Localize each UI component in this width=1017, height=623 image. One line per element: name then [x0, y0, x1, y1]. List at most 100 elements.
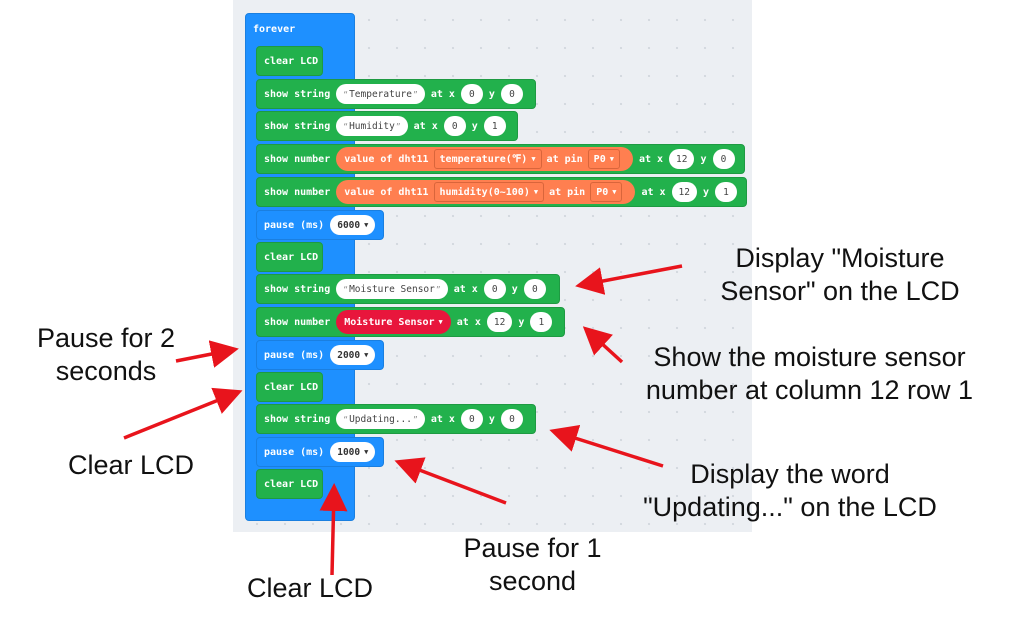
- string-input[interactable]: Temperature: [336, 84, 425, 104]
- y-input[interactable]: 1: [530, 312, 553, 332]
- caption-line: Show the moisture sensor: [653, 342, 966, 372]
- pause-value: 1000: [337, 446, 361, 458]
- show-string-updating-block[interactable]: show string Updating... at x 0 y 0: [256, 404, 536, 434]
- show-number-humidity-block[interactable]: show number value of dht11 humidity(0~10…: [256, 177, 747, 207]
- at-x-label: at x: [638, 153, 664, 165]
- y-input[interactable]: 0: [523, 279, 546, 299]
- x-input[interactable]: 12: [486, 312, 513, 332]
- value-of-dht11-label: value of dht11: [344, 186, 429, 198]
- arrow-to-moisture-string: [575, 264, 683, 295]
- show-string-moisture-block[interactable]: show string Moisture Sensor at x 0 y 0: [256, 274, 560, 304]
- at-pin-label: at pin: [546, 153, 583, 165]
- y-label: y: [471, 120, 478, 132]
- pin-dropdown[interactable]: P0▼: [587, 149, 620, 169]
- y-label: y: [518, 316, 525, 328]
- dht11-value-block[interactable]: value of dht11 humidity(0~100)▼ at pin P…: [336, 180, 636, 204]
- caption-line: seconds: [55, 356, 157, 386]
- pause-duration-dropdown[interactable]: 6000▼: [330, 215, 376, 235]
- caret-down-icon: ▼: [364, 221, 369, 229]
- caret-down-icon: ▼: [531, 155, 536, 163]
- at-pin-label: at pin: [549, 186, 586, 198]
- at-x-label: at x: [413, 120, 438, 132]
- clear-lcd-block[interactable]: clear LCD: [256, 469, 323, 499]
- string-input[interactable]: Humidity: [336, 116, 408, 136]
- pin-value: P0: [593, 153, 606, 165]
- show-string-temperature-block[interactable]: show string Temperature at x 0 y 0: [256, 79, 536, 109]
- y-label: y: [703, 186, 710, 198]
- dht11-value-block[interactable]: value of dht11 temperature(℉)▼ at pin P0…: [336, 147, 633, 171]
- caption-show-moisture-number: Show the moisture sensor number at colum…: [612, 341, 1007, 407]
- show-number-label: show number: [264, 153, 331, 165]
- dht11-option-value: humidity(0~100): [439, 186, 530, 198]
- caret-down-icon: ▼: [612, 188, 617, 196]
- arrow-to-updating-string: [549, 425, 664, 468]
- dht11-option-dropdown[interactable]: humidity(0~100)▼: [433, 182, 545, 202]
- arrow-to-pause-1000: [394, 457, 507, 505]
- clear-lcd-label: clear LCD: [264, 478, 319, 490]
- pause-value: 6000: [337, 219, 361, 231]
- caption-line: Display "Moisture: [735, 243, 945, 273]
- arrow-to-clear-lcd-3: [123, 387, 243, 440]
- caption-line: Pause for 1: [463, 533, 602, 563]
- value-of-dht11-label: value of dht11: [344, 153, 429, 165]
- pause-2000-block[interactable]: pause (ms) 2000▼: [256, 340, 384, 370]
- show-number-moisture-block[interactable]: show number Moisture Sensor▼ at x 12 y 1: [256, 307, 565, 337]
- x-input[interactable]: 0: [443, 116, 466, 136]
- show-string-humidity-block[interactable]: show string Humidity at x 0 y 1: [256, 111, 518, 141]
- y-input[interactable]: 0: [712, 149, 735, 169]
- show-number-temperature-block[interactable]: show number value of dht11 temperature(℉…: [256, 144, 745, 174]
- at-x-label: at x: [453, 283, 478, 295]
- y-label: y: [700, 153, 707, 165]
- pause-1000-block[interactable]: pause (ms) 1000▼: [256, 437, 384, 467]
- x-input[interactable]: 0: [460, 84, 483, 104]
- caption-line: Pause for 2: [36, 323, 176, 353]
- caption-line: number at column 12 row 1: [645, 375, 974, 405]
- caret-down-icon: ▼: [364, 448, 369, 456]
- clear-lcd-block[interactable]: clear LCD: [256, 242, 323, 272]
- caption-line: second: [488, 566, 577, 596]
- dht11-option-dropdown[interactable]: temperature(℉)▼: [433, 149, 542, 169]
- y-label: y: [511, 283, 518, 295]
- arrow-to-clear-lcd-4: [319, 483, 348, 576]
- at-x-label: at x: [456, 316, 481, 328]
- pause-6000-block[interactable]: pause (ms) 6000▼: [256, 210, 384, 240]
- caption-line: Clear LCD: [68, 450, 195, 480]
- arrow-to-moisture-number: [582, 326, 624, 364]
- pause-label: pause (ms): [264, 446, 325, 458]
- show-string-label: show string: [264, 88, 331, 100]
- caption-pause-2: Pause for 2 seconds: [16, 322, 196, 388]
- moisture-sensor-dropdown[interactable]: Moisture Sensor▼: [336, 310, 451, 334]
- clear-lcd-block[interactable]: clear LCD: [256, 46, 323, 76]
- show-number-label: show number: [264, 186, 331, 198]
- x-input[interactable]: 12: [669, 149, 695, 169]
- pause-duration-dropdown[interactable]: 2000▼: [330, 345, 376, 365]
- caption-display-moisture: Display "Moisture Sensor" on the LCD: [700, 242, 980, 308]
- x-input[interactable]: 12: [671, 182, 697, 202]
- clear-lcd-block[interactable]: clear LCD: [256, 372, 323, 402]
- caption-line: Sensor" on the LCD: [720, 276, 960, 306]
- forever-label: forever: [253, 24, 296, 35]
- y-input[interactable]: 1: [715, 182, 738, 202]
- caption-line: Clear LCD: [247, 573, 374, 603]
- caption-clear-lcd-left: Clear LCD: [68, 449, 194, 482]
- y-input[interactable]: 0: [500, 84, 523, 104]
- pause-duration-dropdown[interactable]: 1000▼: [330, 442, 376, 462]
- sensor-value: Moisture Sensor: [344, 316, 435, 328]
- show-number-label: show number: [264, 316, 331, 328]
- string-input[interactable]: Updating...: [336, 409, 425, 429]
- show-string-label: show string: [264, 283, 331, 295]
- y-input[interactable]: 0: [500, 409, 523, 429]
- string-input[interactable]: Moisture Sensor: [336, 279, 448, 299]
- y-input[interactable]: 1: [483, 116, 506, 136]
- pin-dropdown[interactable]: P0▼: [590, 182, 623, 202]
- at-x-label: at x: [641, 186, 666, 198]
- x-input[interactable]: 0: [483, 279, 506, 299]
- caption-clear-lcd-bottom: Clear LCD: [247, 572, 373, 605]
- clear-lcd-label: clear LCD: [264, 251, 319, 263]
- caption-line: Display the word: [690, 459, 890, 489]
- pin-value: P0: [596, 186, 609, 198]
- caption-line: "Updating..." on the LCD: [643, 492, 937, 522]
- x-input[interactable]: 0: [460, 409, 483, 429]
- caret-down-icon: ▼: [609, 155, 614, 163]
- pause-value: 2000: [337, 349, 361, 361]
